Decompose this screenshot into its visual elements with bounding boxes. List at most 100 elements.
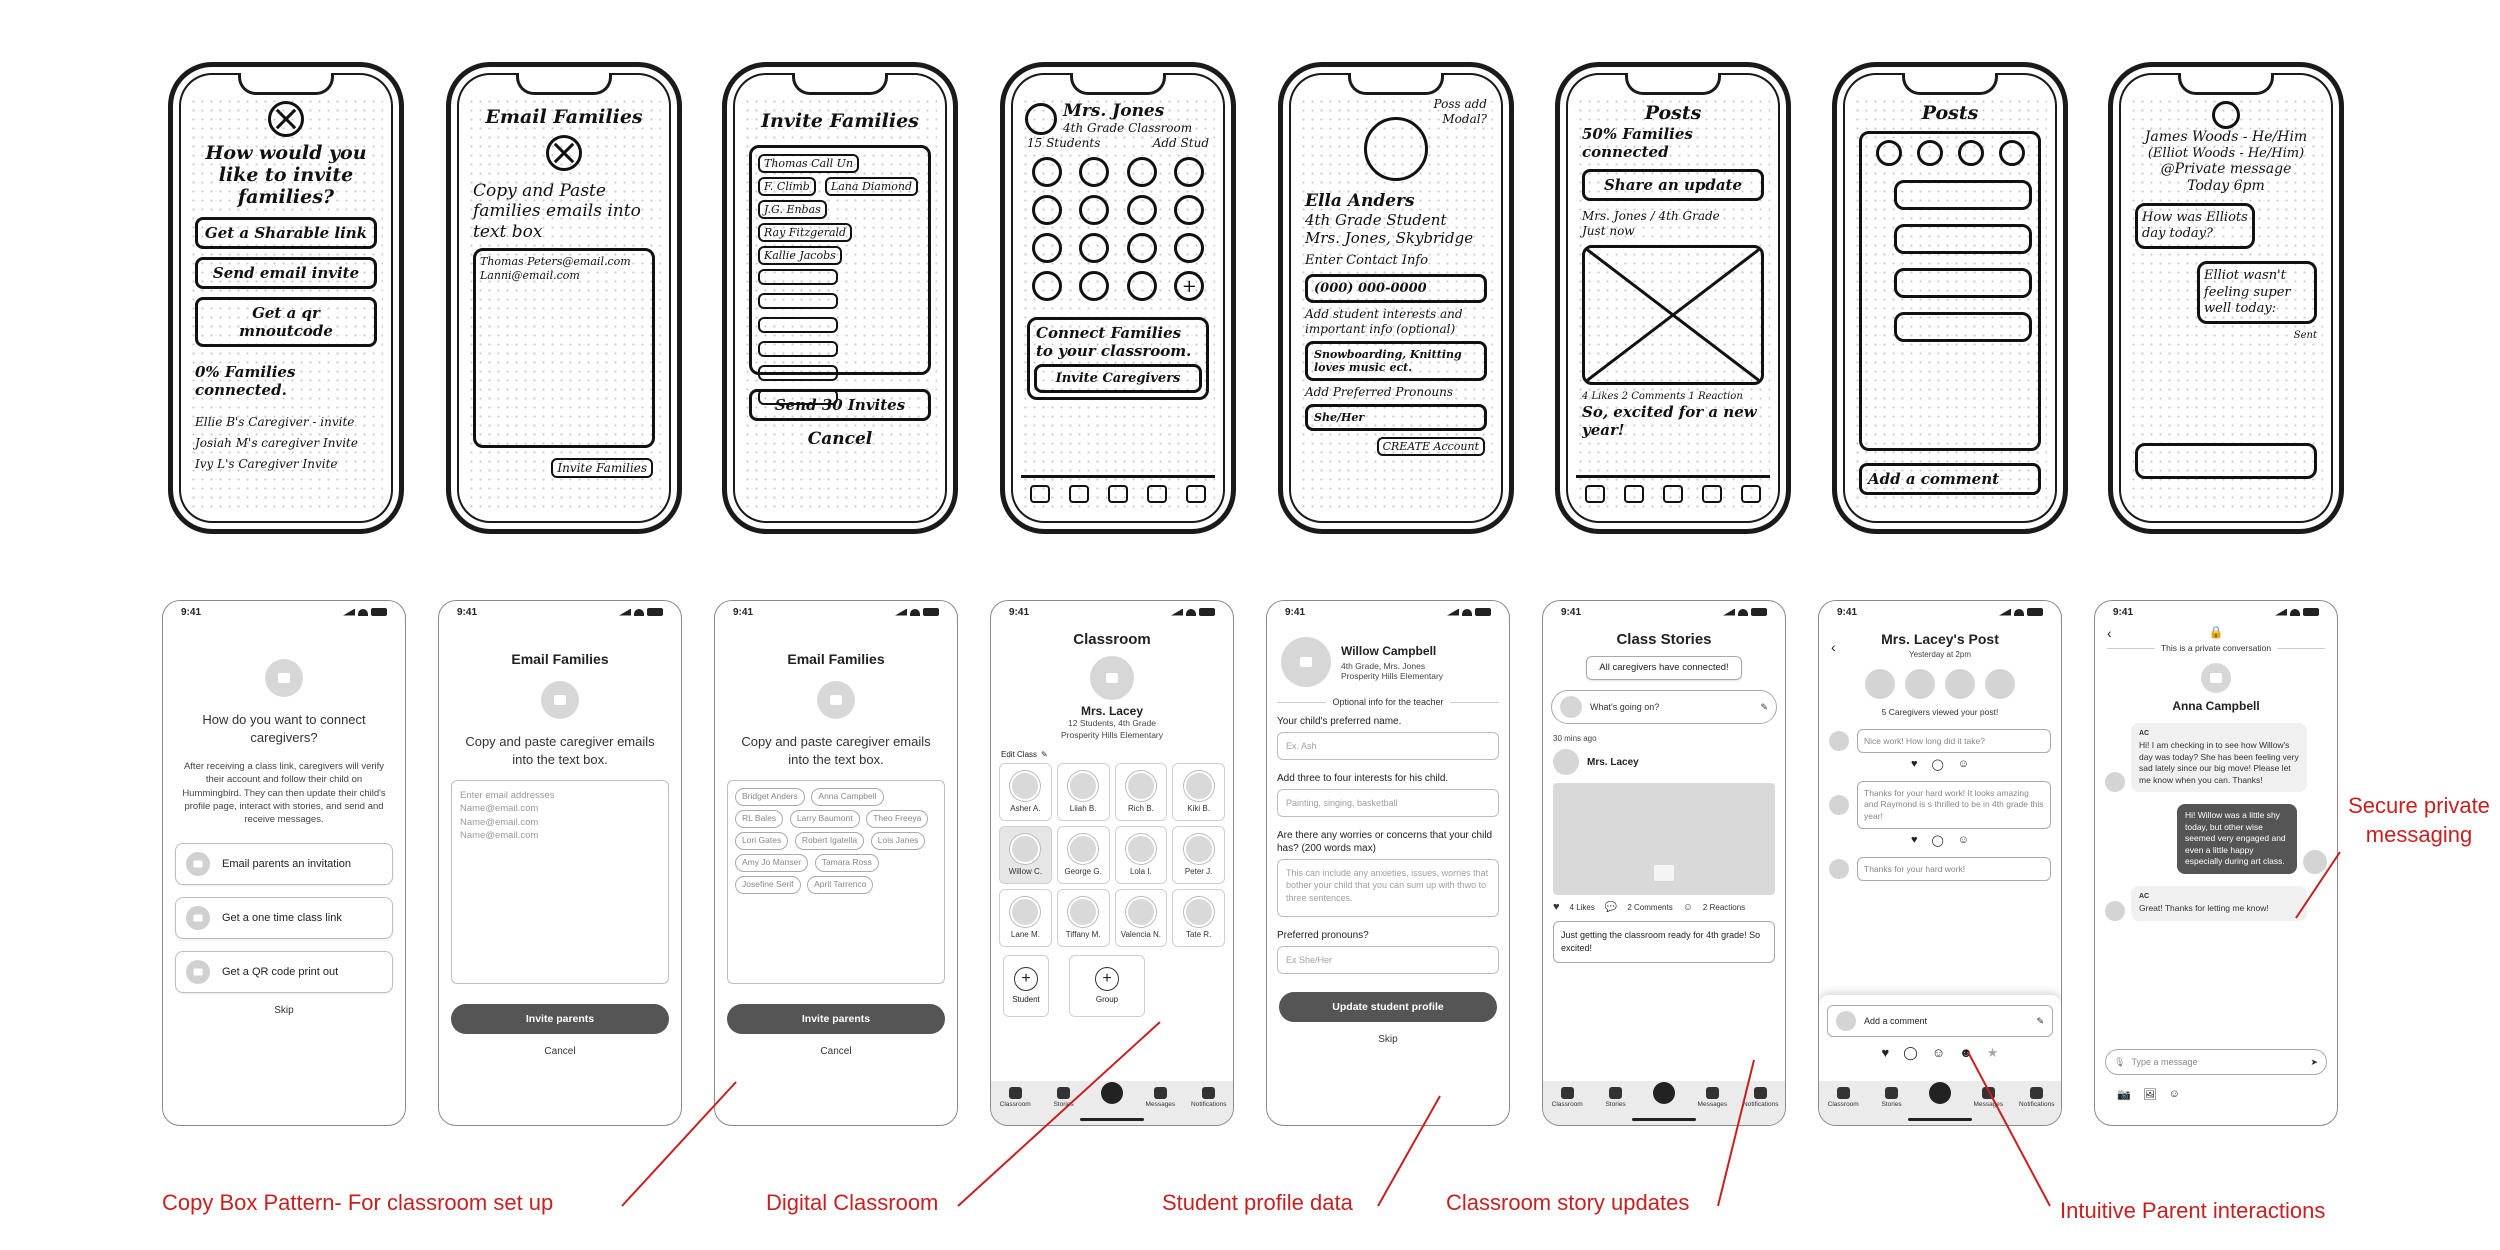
- smile-icon[interactable]: ☺: [1931, 1045, 1946, 1060]
- tab-stories[interactable]: Stories: [1594, 1087, 1638, 1108]
- student-avatar[interactable]: [1079, 195, 1110, 226]
- student-avatar[interactable]: [1031, 271, 1062, 302]
- student-card[interactable]: Kiki B.: [1172, 762, 1225, 821]
- sketch-invite-row[interactable]: Ivy L's Caregiver Invite: [195, 456, 338, 471]
- home-icon[interactable]: [1030, 484, 1051, 503]
- student-avatar[interactable]: [1174, 233, 1205, 264]
- student-card[interactable]: Peter J.: [1172, 825, 1225, 884]
- sketch-button-qr[interactable]: Get a qr mnoutcode: [195, 296, 377, 347]
- student-card[interactable]: Rich B.: [1114, 762, 1168, 821]
- sketch-button-email[interactable]: Send email invite: [195, 256, 377, 289]
- email-chip[interactable]: Amy Jo Manser: [735, 853, 809, 872]
- email-chip-box[interactable]: Bridget Anders Anna Campbell RL Bales La…: [727, 780, 945, 985]
- pronouns-input[interactable]: Ex She/Her: [1277, 946, 1499, 975]
- smile-icon[interactable]: ☺: [1682, 901, 1693, 913]
- heart-icon[interactable]: ♥: [1553, 901, 1560, 914]
- email-chip[interactable]: Josefine Serif: [735, 875, 801, 894]
- student-avatar[interactable]: [1079, 157, 1110, 188]
- comment-icon[interactable]: ◯: [1931, 835, 1944, 848]
- sketch-button-link[interactable]: Get a Sharable link: [195, 216, 377, 249]
- student-avatar[interactable]: [1031, 157, 1062, 188]
- tab-classroom[interactable]: Classroom: [1821, 1087, 1865, 1108]
- microphone-icon[interactable]: 🎙: [2114, 1056, 2126, 1067]
- student-card[interactable]: Liiah B.: [1056, 762, 1110, 821]
- email-chip[interactable]: Theo Freeya: [866, 809, 929, 828]
- student-avatar[interactable]: [1126, 157, 1157, 188]
- messages-icon[interactable]: [1146, 484, 1167, 503]
- back-chevron-icon[interactable]: ‹: [1831, 639, 1836, 655]
- tab-camera[interactable]: [1642, 1082, 1686, 1104]
- comment-icon[interactable]: 💬: [1604, 901, 1618, 913]
- email-chip[interactable]: RL Bales: [735, 809, 784, 828]
- student-card[interactable]: Asher A.: [999, 762, 1052, 821]
- sketch-name-chip[interactable]: Thomas Call Un: [758, 153, 860, 173]
- posts-icon[interactable]: [1624, 484, 1645, 503]
- sketch-pronouns-field[interactable]: She/Her: [1305, 403, 1487, 431]
- email-chip[interactable]: Anna Campbell: [811, 788, 884, 806]
- bell-icon[interactable]: [1740, 484, 1761, 503]
- student-avatar[interactable]: [1126, 271, 1157, 302]
- sketch-invite-row[interactable]: Ellie B's Caregiver - invite: [195, 414, 355, 429]
- student-avatar[interactable]: [1079, 233, 1110, 264]
- student-card[interactable]: George G.: [1056, 825, 1110, 884]
- sketch-invite-families-button[interactable]: Invite Families: [551, 458, 653, 479]
- email-chip[interactable]: April Tarrenco: [807, 875, 874, 894]
- update-profile-button[interactable]: Update student profile: [1279, 992, 1497, 1023]
- sketch-add-comment-input[interactable]: Add a comment: [1859, 462, 2041, 495]
- comment-icon[interactable]: ◯: [1931, 759, 1944, 771]
- sketch-invite-caregivers-button[interactable]: Invite Caregivers: [1034, 364, 1202, 394]
- student-card-selected[interactable]: Willow C.: [999, 825, 1052, 884]
- skip-link[interactable]: Skip: [1378, 1034, 1398, 1046]
- student-avatar[interactable]: [1126, 195, 1157, 226]
- tab-classroom[interactable]: Classroom: [1545, 1087, 1589, 1108]
- email-textarea[interactable]: Enter email addresses Name@email.com Nam…: [451, 780, 669, 985]
- tab-camera[interactable]: [1090, 1082, 1134, 1104]
- add-comment-input[interactable]: Add a comment ✎: [1827, 1005, 2053, 1037]
- gallery-icon[interactable]: 🖼: [2142, 1089, 2157, 1101]
- add-student-button[interactable]: +Student: [1003, 954, 1049, 1017]
- heart-icon[interactable]: ♥: [1910, 834, 1918, 847]
- sketch-name-chip[interactable]: Lana Diamond: [824, 176, 919, 196]
- invite-parents-button[interactable]: Invite parents: [727, 1004, 945, 1035]
- tab-messages[interactable]: Messages: [1690, 1087, 1734, 1108]
- smile-icon[interactable]: ☺: [1957, 834, 1970, 847]
- tab-notifications[interactable]: Notifications: [2015, 1087, 2059, 1108]
- tab-notifications[interactable]: Notifications: [1187, 1087, 1231, 1108]
- student-avatar[interactable]: [1174, 195, 1205, 226]
- camera-icon[interactable]: [1107, 484, 1128, 503]
- post-image[interactable]: [1553, 783, 1775, 896]
- sketch-invite-row[interactable]: Josiah M's caregiver Invite: [195, 435, 358, 450]
- student-card[interactable]: Lola I.: [1114, 825, 1168, 884]
- heart-icon[interactable]: ♥: [1881, 1045, 1890, 1060]
- message-input[interactable]: 🎙 Type a message ➤: [2105, 1049, 2327, 1075]
- posts-icon[interactable]: [1069, 484, 1090, 503]
- tab-messages[interactable]: Messages: [1966, 1087, 2010, 1108]
- interests-input[interactable]: Painting, singing, basketball: [1277, 789, 1499, 818]
- preferred-name-input[interactable]: Ex. Ash: [1277, 732, 1499, 761]
- sketch-name-chip[interactable]: F. Climb: [758, 176, 816, 196]
- student-avatar[interactable]: [1174, 157, 1205, 188]
- email-chip[interactable]: Robert Igatella: [794, 831, 865, 850]
- sketch-send-invites-button[interactable]: Send 30 Invites: [749, 388, 931, 421]
- student-avatar[interactable]: [1031, 195, 1062, 226]
- sketch-cancel-link[interactable]: Cancel: [807, 428, 873, 449]
- smile-icon[interactable]: ☺: [1957, 758, 1970, 770]
- student-card[interactable]: Lane M.: [999, 888, 1052, 947]
- back-chevron-icon[interactable]: ‹: [2107, 625, 2112, 641]
- student-avatar[interactable]: [1031, 233, 1062, 264]
- sketch-name-chip[interactable]: Ray Fitzgerald: [758, 222, 853, 242]
- email-invite-button[interactable]: Email parents an invitation: [175, 842, 393, 885]
- sketch-phone-field[interactable]: (000) 000-0000: [1305, 273, 1487, 303]
- qr-code-button[interactable]: Get a QR code print out: [175, 950, 393, 993]
- sketch-name-box[interactable]: Thomas Call Un F. Climb Lana Diamond J.G…: [749, 144, 931, 405]
- class-link-button[interactable]: Get a one time class link: [175, 896, 393, 939]
- email-chip[interactable]: Bridget Anders: [735, 788, 805, 806]
- concerns-input[interactable]: This can include any anxieties, issues, …: [1277, 859, 1499, 918]
- sketch-email-textbox[interactable]: Thomas Peters@email.com Lanni@email.com: [473, 248, 655, 449]
- invite-parents-button[interactable]: Invite parents: [451, 1004, 669, 1035]
- bell-icon[interactable]: [1185, 484, 1206, 503]
- send-icon[interactable]: ➤: [2310, 1056, 2318, 1067]
- student-card[interactable]: Valencia N.: [1114, 888, 1168, 947]
- cancel-link[interactable]: Cancel: [820, 1046, 852, 1058]
- tab-classroom[interactable]: Classroom: [993, 1087, 1037, 1108]
